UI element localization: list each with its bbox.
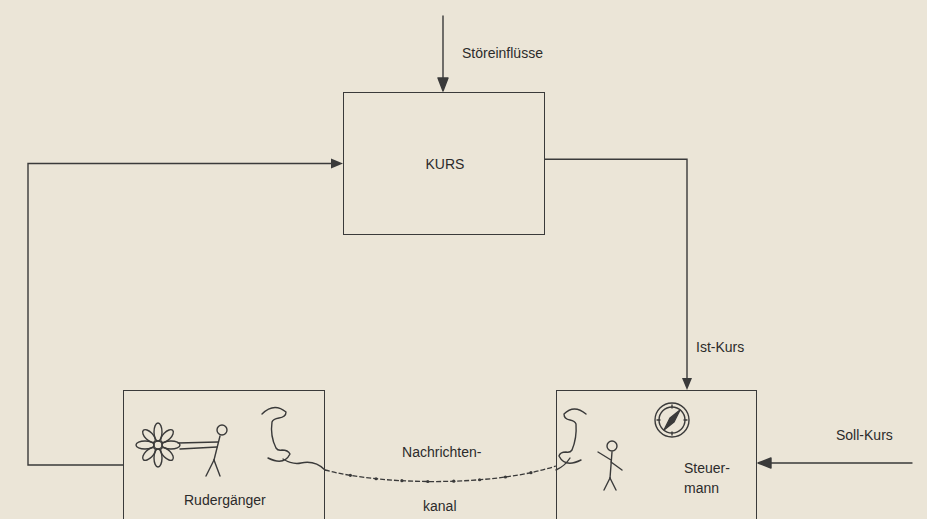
edge-label: Ist-Kurs: [696, 338, 744, 356]
ships-wheel: [136, 423, 180, 467]
cable-bead: [426, 480, 429, 483]
disturbance-arrow: [438, 16, 448, 91]
cable-bead: [452, 480, 455, 483]
edge-label-holder: Nachrichten- kanal: [397, 425, 485, 519]
telephone-handset: [556, 409, 586, 470]
actor-box: Rudergänger: [123, 390, 325, 519]
cable-bead: [374, 477, 377, 480]
node-text: KURS: [426, 155, 465, 175]
connector: [28, 159, 343, 466]
telephone-handset: [262, 407, 325, 470]
connector: [545, 159, 692, 390]
process-box: KURS: [343, 92, 545, 235]
actor-box: Steuer- mann: [556, 390, 757, 519]
arrowhead: [682, 378, 692, 390]
compass-symbol: [655, 403, 689, 437]
setpoint-label: Soll-Kurs: [836, 426, 893, 444]
arrowhead: [331, 159, 343, 169]
cable-bead: [478, 478, 481, 481]
disturbance-label: Störeinflüsse: [462, 44, 543, 62]
message-channel-line: [325, 466, 556, 482]
node-text: Steuer- mann: [684, 459, 748, 498]
setpoint-arrow: [758, 458, 912, 468]
connector-line: [28, 164, 333, 466]
helmsman-figure: [598, 441, 622, 490]
node-text: Rudergänger: [184, 491, 266, 511]
cable-bead: [400, 479, 403, 482]
helmsman-figure: [178, 425, 227, 476]
cable-bead: [349, 474, 352, 477]
cable-bead: [504, 475, 507, 478]
edge-label: Nachrichten- kanal: [400, 444, 481, 514]
connector: [325, 466, 556, 483]
cable-bead: [529, 471, 532, 474]
connector-line: [545, 159, 687, 380]
